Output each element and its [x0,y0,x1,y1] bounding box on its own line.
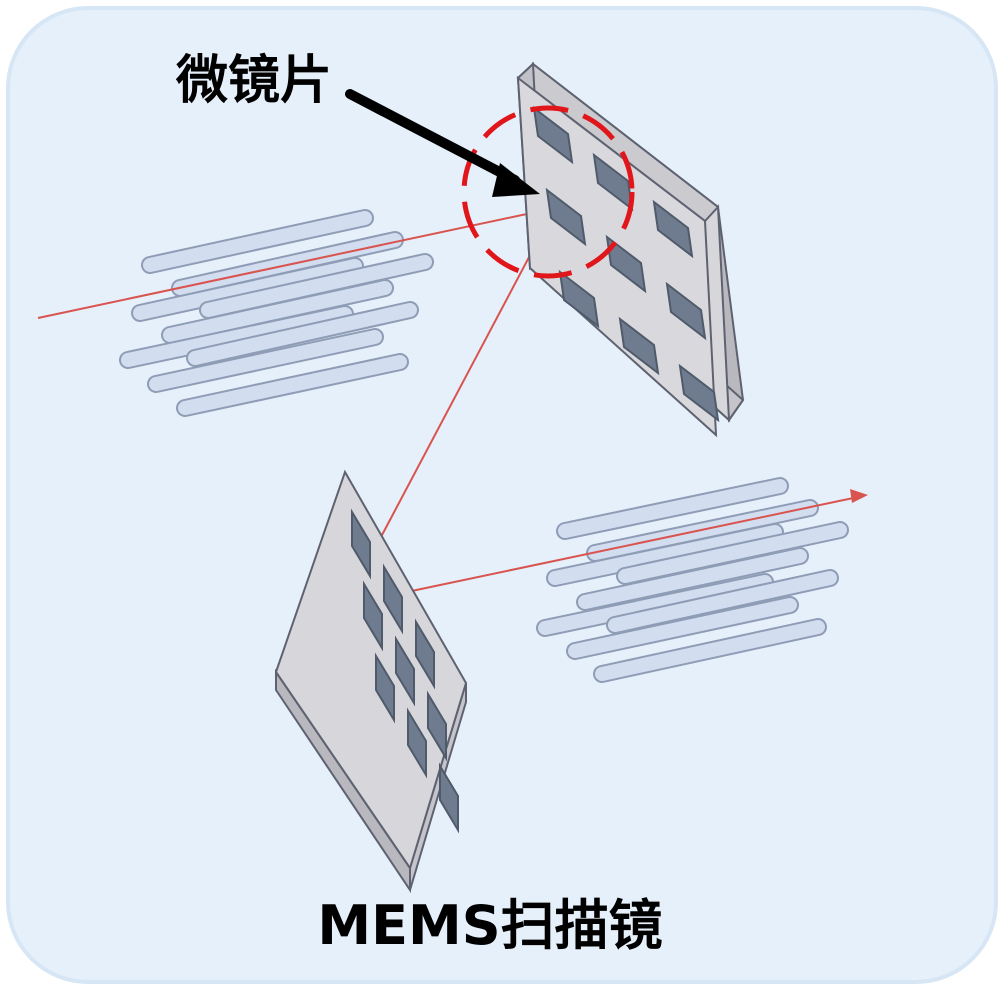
micro-mirror-label: 微镜片 [175,51,332,111]
rod [568,598,797,658]
micro-mirror-grid-lower [351,508,459,834]
micro-mirror [605,234,647,294]
micro-mirror [427,690,447,762]
micro-mirror [415,618,435,690]
micro-mirror-grid-upper [532,105,720,423]
rod [143,211,372,272]
background [6,6,998,984]
rod-bundle-left [119,209,434,417]
callout-arrow-head [492,163,540,197]
mirror-plate-lower [274,469,468,894]
micro-mirror [545,187,587,247]
micro-mirror [439,762,459,834]
micro-mirror [532,105,574,165]
micro-mirror [383,563,403,635]
micro-mirror [618,316,660,376]
mirror-plate-upper [516,61,745,438]
callout-arrow [345,89,540,197]
rod [618,523,847,583]
beam-outgoing [344,496,859,606]
rod [578,549,807,609]
micro-mirror [375,652,395,724]
rod [188,303,417,365]
rod [149,330,382,391]
rod [178,355,407,415]
micro-mirror [363,580,383,652]
micro-mirror [395,635,415,707]
mirror-plate-lower-face [274,469,468,871]
micro-mirror [407,707,427,779]
rod [538,575,772,635]
micro-mirror [351,508,371,580]
rod [608,571,837,632]
micro-mirror [678,363,720,423]
rod [163,281,392,342]
diagram-caption: MEMS扫描镜 [317,894,662,957]
callout-arrow-shaft [345,89,520,185]
rod [133,259,362,320]
rod [595,620,825,681]
rod [201,255,432,317]
micro-mirror [652,199,694,259]
rod [548,525,782,585]
rod [558,479,787,538]
micro-mirror [665,281,707,341]
micro-mirror-highlight-circle [461,105,635,279]
micro-mirror [558,269,600,329]
rod [121,307,352,367]
beam-arrowhead [850,489,868,503]
